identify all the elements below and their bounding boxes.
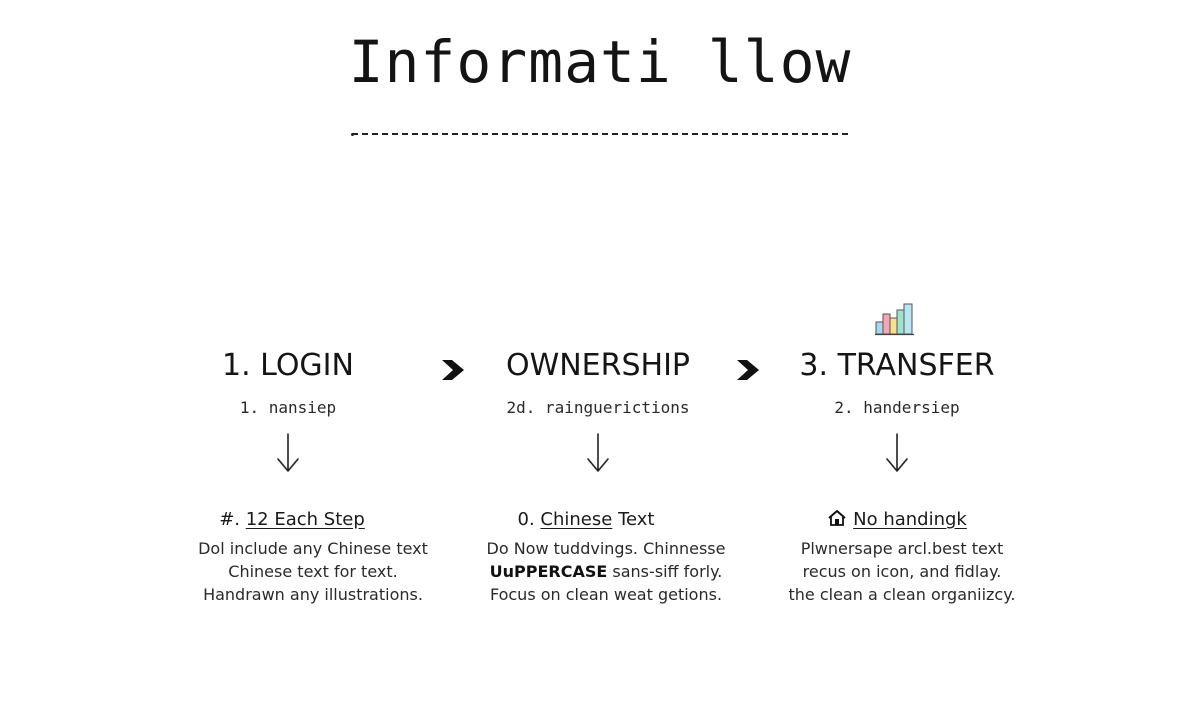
- step-subtitle: 2d. rainguerictions: [506, 398, 690, 417]
- note-heading: #. 12 Each Step: [142, 508, 442, 532]
- down-arrow-icon: [277, 433, 299, 472]
- step-subtitle: 2. handersiep: [834, 398, 960, 417]
- note-line: Dol include any Chinese text: [198, 539, 428, 558]
- bar-chart-icon: [875, 303, 914, 336]
- note-line: Do Now tuddvings. Chinnesse: [486, 539, 726, 558]
- note-prefix: #.: [219, 509, 246, 530]
- step-ownership: OWNERSHIP 2d. rainguerictions: [448, 340, 748, 474]
- step-title: 1. LOGIN: [222, 348, 354, 383]
- note-line: UuPPERCASE sans-siff forly.: [446, 560, 766, 583]
- step-subtitle: 1. nansiep: [239, 398, 337, 417]
- note-body: Do Now tuddvings. Chinnesse UuPPERCASE s…: [446, 537, 766, 606]
- note-prefix: 0.: [517, 509, 541, 530]
- note-line: recus on icon, and fidlay.: [802, 562, 1002, 581]
- step-title: 3. TRANSFER: [799, 348, 995, 383]
- note-body: Dol include any Chinese text Chinese tex…: [153, 537, 473, 606]
- chevron-right-icon: [737, 360, 759, 380]
- step-title: OWNERSHIP: [505, 348, 691, 383]
- page-title: Informati llow: [348, 28, 852, 96]
- note-line: Focus on clean weat getions.: [489, 585, 723, 604]
- note-heading-text: Chinese: [540, 509, 613, 530]
- note-bold: UuPPERCASE: [489, 562, 608, 581]
- down-arrow-icon: [886, 433, 908, 472]
- chevron-right-icon: [442, 360, 464, 380]
- note-heading: 0. Chinese Text: [436, 508, 736, 532]
- step-transfer: 3. TRANSFER 2. handersiep: [747, 340, 1047, 474]
- note-heading-text: No handingk: [853, 509, 967, 530]
- note-bold-rest: sans-siff forly.: [607, 562, 723, 581]
- title-divider: [352, 133, 848, 135]
- note-line: Handrawn any illustrations.: [203, 585, 423, 604]
- note-body: Plwnersape arcl.best text recus on icon,…: [742, 537, 1062, 606]
- note-heading-suffix: Text: [612, 509, 655, 530]
- home-icon: [828, 510, 846, 526]
- down-arrow-icon: [587, 433, 609, 472]
- note-line: the clean a clean organiizcy.: [788, 585, 1016, 604]
- note-heading-text: 12 Each Step: [245, 509, 365, 530]
- note-line: Plwnersape arcl.best text: [800, 539, 1004, 558]
- step-login: 1. LOGIN 1. nansiep: [138, 340, 438, 474]
- note-heading: No handingk: [747, 508, 1047, 532]
- note-line: Chinese text for text.: [228, 562, 398, 581]
